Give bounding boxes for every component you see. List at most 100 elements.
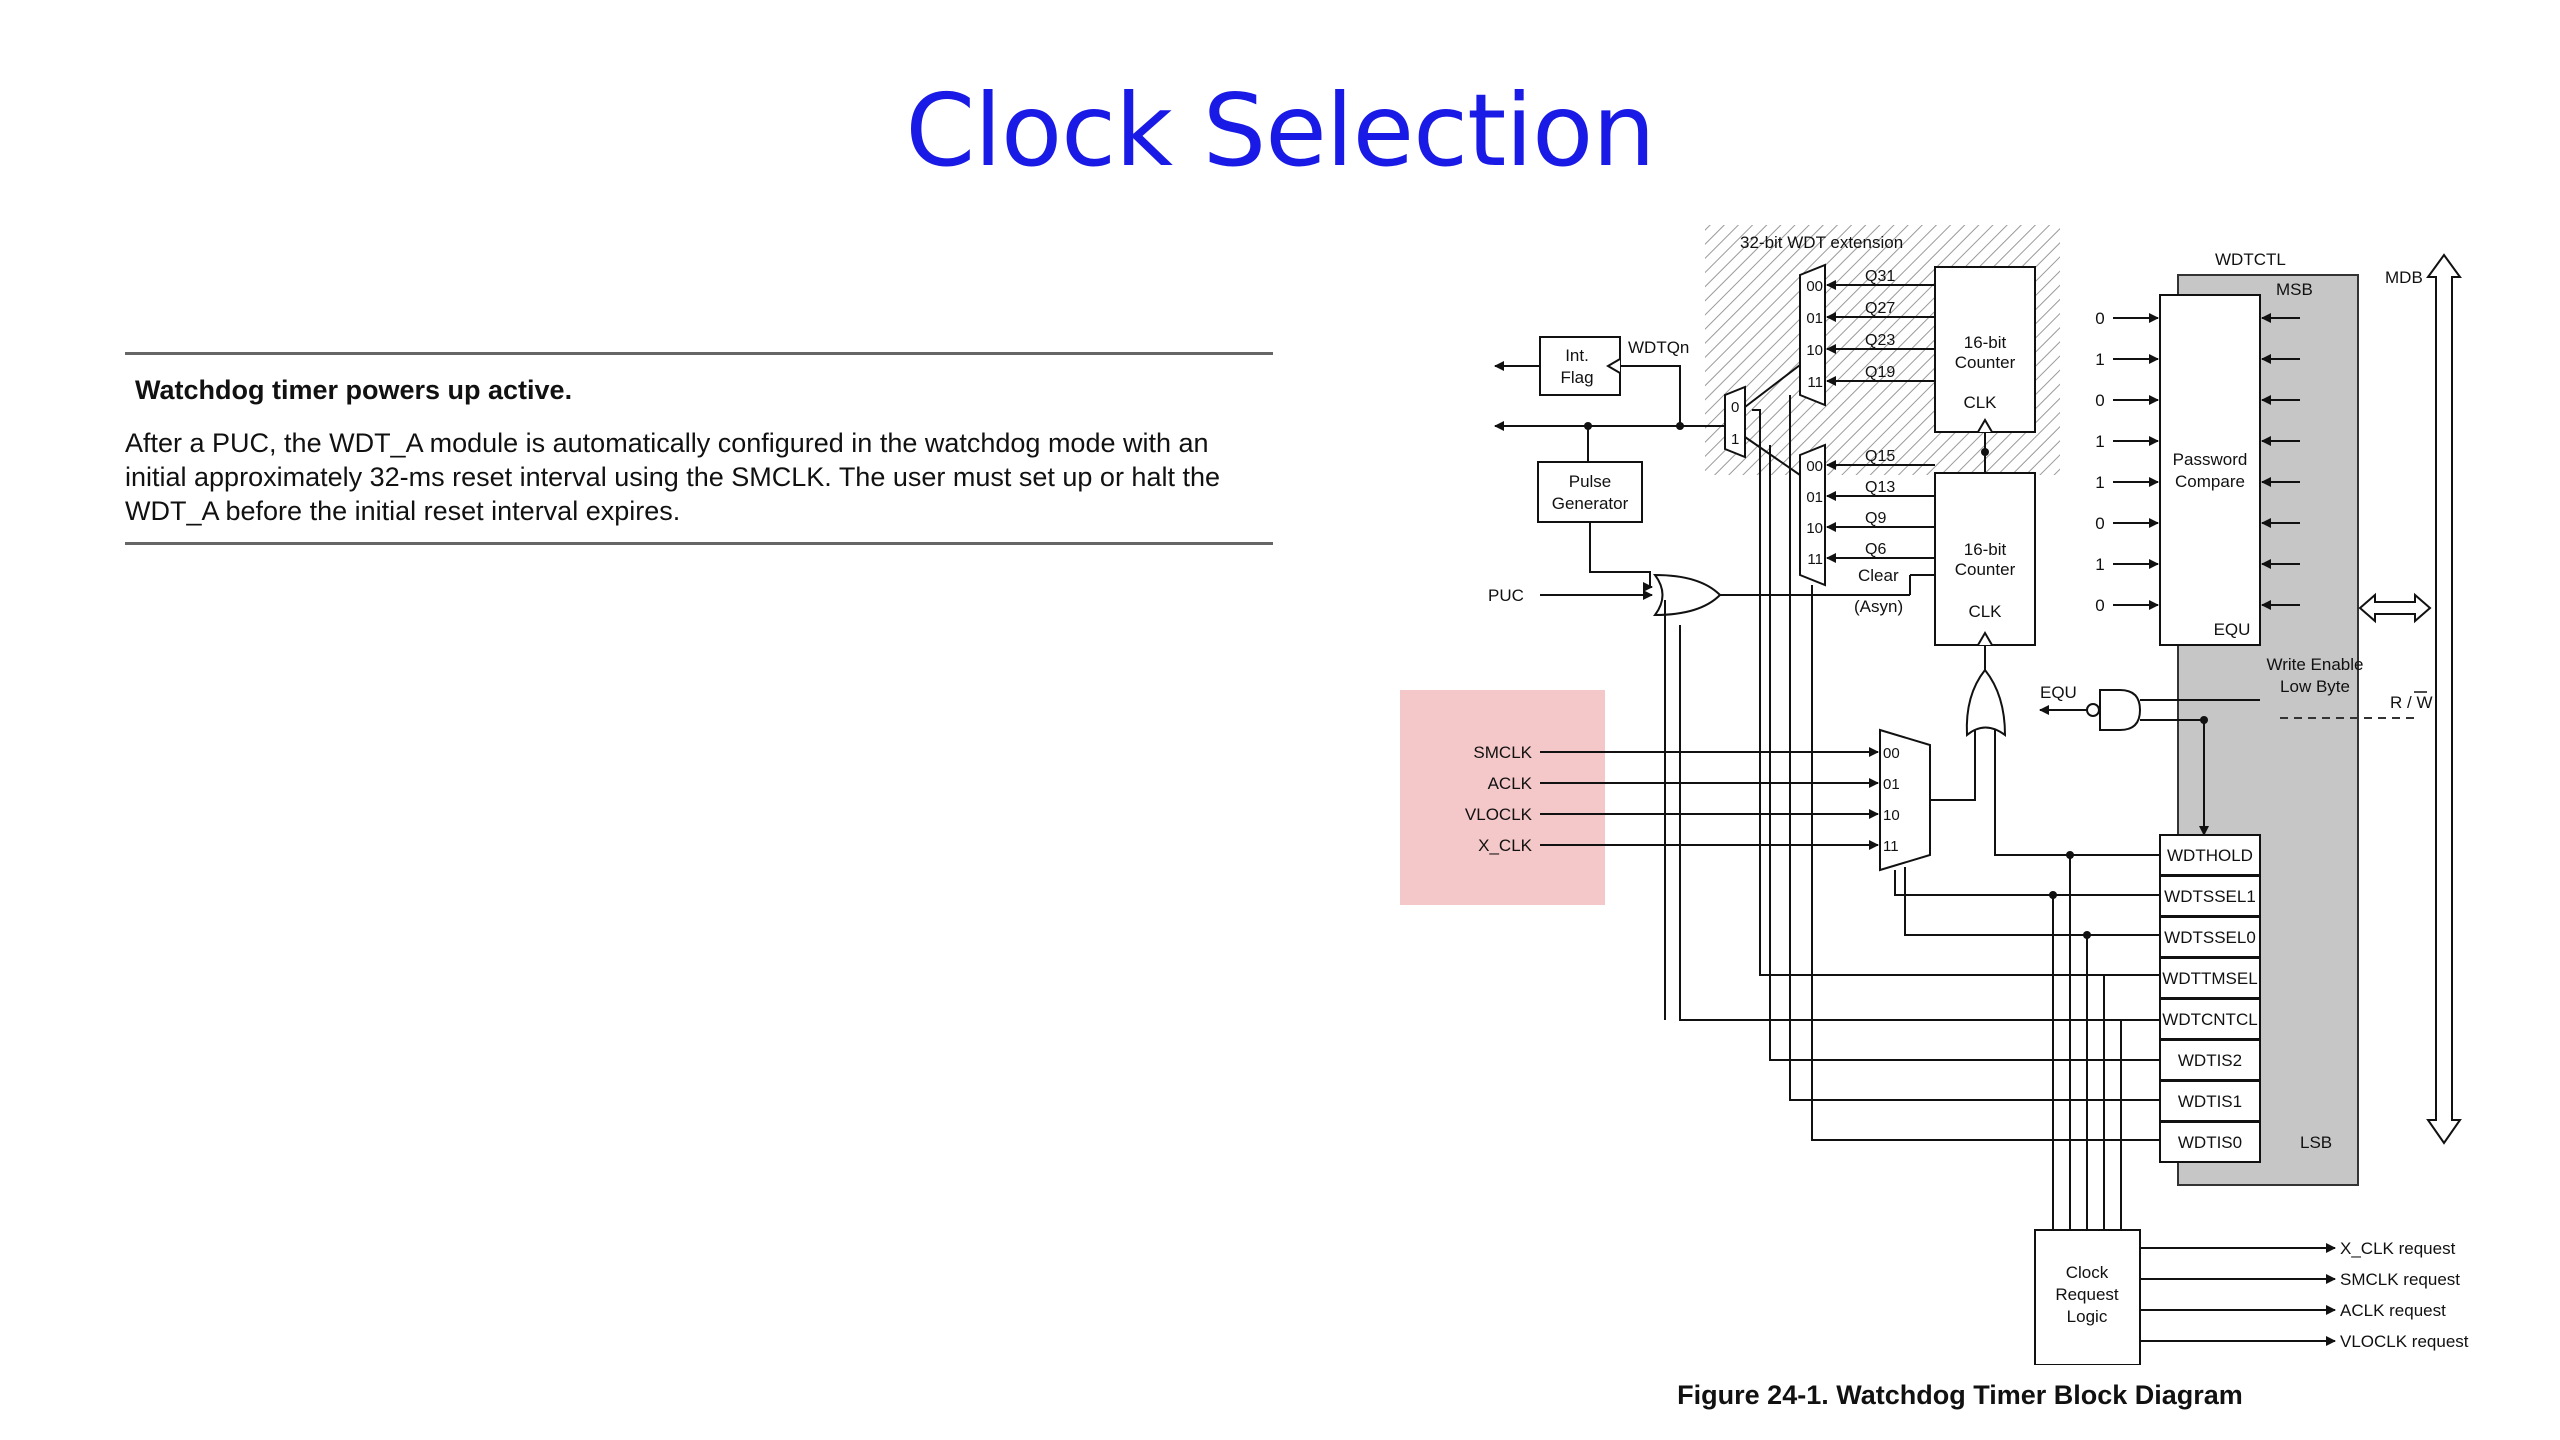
mux-top-selector: 10: [1806, 342, 1823, 359]
flag-triangle: [1606, 358, 1621, 374]
password-bit: 0: [2095, 514, 2104, 533]
register-bit-label: WDTIS2: [2178, 1051, 2242, 1070]
mux-top-selector: 00: [1806, 278, 1823, 295]
pulse-generator-block: [1537, 461, 1643, 523]
clock-request-logic-2: Request: [2055, 1285, 2119, 1304]
register-bit-box: [2159, 957, 2261, 999]
register-bit-box: [2159, 875, 2261, 917]
mux-bottom-selector: 01: [1806, 489, 1823, 506]
clock-mux-selector: 00: [1883, 745, 1900, 762]
mux-bottom-selector: 00: [1806, 458, 1823, 475]
mdb-label: MDB: [2385, 268, 2423, 287]
counter-bottom-clk: CLK: [1968, 602, 2002, 621]
mux-top-tap-label: Q23: [1865, 332, 1895, 349]
clear-label: Clear: [1858, 566, 1899, 585]
mux-bottom-selector: 10: [1806, 520, 1823, 537]
counter-top-block: [1934, 266, 2036, 433]
counter-top-label-2: Counter: [1955, 353, 2016, 372]
data-bus-arrow: [2358, 592, 2432, 624]
clk-triangle: [1977, 418, 1993, 433]
password-bit: 0: [2095, 391, 2104, 410]
mux-top: [1799, 263, 1826, 407]
wire: [1679, 625, 2160, 1021]
register-bit-box: [2159, 1121, 2261, 1163]
pulse-generator-label-2: Generator: [1552, 494, 1629, 513]
mux-top-selector: 11: [1807, 374, 1823, 391]
clock-source-label: X_CLK: [1478, 836, 1533, 855]
note-body: After a PUC, the WDT_A module is automat…: [125, 428, 1221, 526]
password-compare-label-2: Compare: [2175, 472, 2245, 491]
junction: [2066, 851, 2074, 859]
wire: [1789, 395, 2160, 1101]
mux-bottom: [1799, 443, 1826, 587]
clock-request-logic-1: Clock: [2066, 1263, 2109, 1282]
clock-source-highlight: [1400, 690, 1605, 905]
register-bit-label: WDTCNTCL: [2162, 1010, 2257, 1029]
write-enable-label-1: Write Enable: [2266, 655, 2363, 674]
password-bit: 0: [2095, 596, 2104, 615]
mux-bottom-selector: 11: [1807, 551, 1823, 568]
mux-middle-in0: 0: [1731, 399, 1739, 416]
password-compare-label-1: Password: [2173, 450, 2248, 469]
mux-top-tap-label: Q19: [1865, 364, 1895, 381]
clock-request-logic-block: [2034, 1229, 2141, 1365]
clock-request-label: VLOCLK request: [2340, 1332, 2469, 1351]
wire: [1894, 870, 2160, 896]
wire: [1769, 445, 2160, 1061]
puc-or-gate: [1653, 573, 1722, 617]
counter-top-label-1: 16-bit: [1964, 333, 2007, 352]
wdtqn-label: WDTQn: [1628, 338, 1689, 357]
write-enable-label-2: Low Byte: [2280, 677, 2350, 696]
mux-bottom-tap-label: Q15: [1865, 448, 1895, 465]
clock-request-label: SMCLK request: [2340, 1270, 2460, 1289]
clock-source-label: ACLK: [1488, 774, 1533, 793]
wire: [1930, 730, 1976, 801]
lsb-label: LSB: [2300, 1133, 2332, 1152]
mux-top-selector: 01: [1806, 310, 1823, 327]
msb-label: MSB: [2276, 280, 2313, 299]
register-bit-label: WDTSSEL0: [2164, 928, 2256, 947]
clock-request-label: X_CLK request: [2340, 1239, 2456, 1258]
wire: [1904, 867, 2160, 936]
mux-bottom-tap-label: Q6: [1865, 541, 1886, 558]
wire: [1589, 522, 1653, 592]
clock-request-label: ACLK request: [2340, 1301, 2446, 1320]
counter-bottom-label-1: 16-bit: [1964, 540, 2007, 559]
wire: [1752, 409, 2160, 976]
register-bits: WDTHOLDWDTSSEL1WDTSSEL0WDTTMSELWDTCNTCLW…: [2159, 834, 2261, 1163]
password-compare-block: [2159, 294, 2261, 646]
password-bit: 1: [2095, 350, 2104, 369]
rw-label: R / W: [2390, 693, 2433, 712]
equ-label: EQU: [2040, 683, 2077, 702]
clock-mux-selector: 10: [1883, 807, 1900, 824]
register-bit-label: WDTTMSEL: [2162, 969, 2257, 988]
wdt-extension-label: 32-bit WDT extension: [1740, 233, 1903, 252]
junction: [2200, 716, 2208, 724]
mux-top-tap-label: Q27: [1865, 300, 1895, 317]
junction: [1676, 422, 1684, 430]
password-equ-label: EQU: [2214, 620, 2251, 639]
mdb-bus-arrow: [2426, 253, 2462, 1145]
register-bit-box: [2159, 1080, 2261, 1122]
pulse-generator-label-1: Pulse: [1569, 472, 1612, 491]
junction: [1981, 448, 1989, 456]
counter-bottom-label-2: Counter: [1955, 560, 2016, 579]
password-bit: 1: [2095, 473, 2104, 492]
register-bit-label: WDTIS1: [2178, 1092, 2242, 1111]
junction: [2049, 891, 2057, 899]
password-bit: 1: [2095, 432, 2104, 451]
slide-title: Clock Selection: [905, 72, 1655, 189]
password-bit: 1: [2095, 555, 2104, 574]
mux-bottom-tap-label: Q9: [1865, 510, 1886, 527]
mux-middle: [1724, 385, 1746, 459]
clock-source-label: SMCLK: [1473, 743, 1532, 762]
counter-top-clk: CLK: [1963, 393, 1997, 412]
wire: [1620, 365, 1681, 426]
clock-request-logic-inputs: [2052, 855, 2122, 1230]
counter-or-gate: [1965, 668, 2007, 738]
clock-mux-selector: 11: [1883, 838, 1899, 855]
